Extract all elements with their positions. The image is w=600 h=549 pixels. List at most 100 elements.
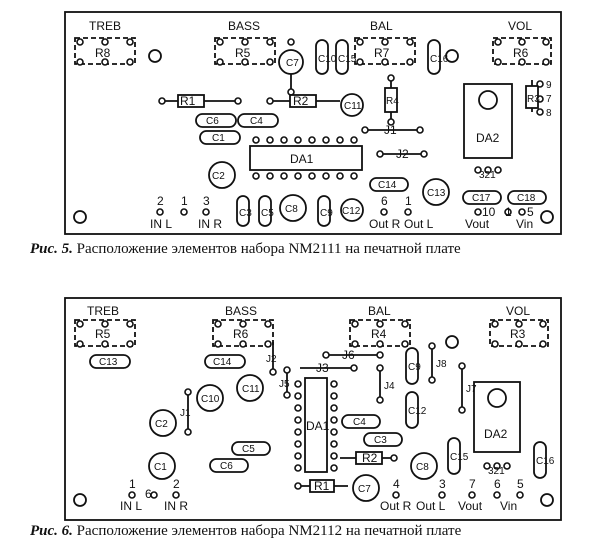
capacitor-c11-body [340, 93, 364, 117]
label-treb: TREB [89, 19, 121, 33]
figure-caption-number: Рис. 6. [30, 523, 73, 539]
board-nm2111-labels: TREB R8 BASS R5 BAL R7 VOL R6 C7 C10 C15… [89, 19, 552, 231]
label-c3: C3 [374, 435, 387, 446]
capacitor-c9-body [405, 347, 419, 385]
label-pin-4: 4 [393, 477, 400, 491]
label-out-l: Out L [404, 217, 434, 231]
capacitor-c8-body [410, 452, 438, 480]
label-treb: TREB [87, 304, 119, 318]
capacitor-c15-body [447, 437, 461, 475]
label-pin-6: 6 [145, 487, 152, 501]
potentiometer-r4 [349, 319, 411, 348]
capacitor-c5-body [231, 441, 271, 456]
label-in-r: IN R [198, 217, 222, 231]
label-pin-7: 7 [469, 477, 476, 491]
potentiometer-r5 [74, 319, 136, 348]
capacitor-c12-body [340, 198, 364, 222]
label-r6: R6 [513, 46, 529, 60]
label-c13: C13 [99, 357, 118, 368]
label-c4: C4 [353, 417, 366, 428]
mounting-hole [445, 335, 459, 349]
label-j1: J1 [384, 123, 397, 137]
label-bass: BASS [225, 304, 257, 318]
figure-caption-number: Рис. 5. [30, 241, 73, 257]
label-pin-9: 9 [546, 80, 552, 91]
label-r5: R5 [235, 46, 251, 60]
capacitor-c16-body [533, 441, 547, 479]
label-c6: C6 [220, 461, 233, 472]
potentiometer-r6 [492, 37, 552, 66]
capacitor-c6-body [209, 458, 249, 473]
capacitor-c9-body [317, 195, 331, 227]
label-c2: C2 [212, 171, 225, 182]
mounting-hole [148, 49, 162, 63]
label-c4: C4 [250, 116, 263, 127]
label-pin-1c: 1 [505, 205, 512, 219]
label-r7: R7 [374, 46, 390, 60]
label-pin-2: 2 [157, 194, 164, 208]
label-j4: J4 [384, 381, 395, 392]
capacitor-c7-body [352, 474, 380, 502]
figure-caption-text: Расположение элементов набора NM2112 на … [72, 523, 462, 539]
label-c17: C17 [472, 193, 491, 204]
label-c8: C8 [285, 204, 298, 215]
label-j2: J2 [266, 354, 277, 365]
board-nm2112-labels: TREB R5 BASS R6 BAL R4 VOL R3 C13 C14 J2… [87, 304, 555, 513]
label-c16: C16 [536, 456, 555, 467]
label-da1: DA1 [290, 152, 314, 166]
label-j1: J1 [180, 408, 191, 419]
capacitor-c15-body [335, 39, 349, 75]
board-outline [64, 297, 562, 521]
label-c14: C14 [213, 357, 232, 368]
capacitor-c1-body [148, 452, 176, 480]
label-pin-10: 10 [482, 205, 496, 219]
label-r6: R6 [233, 327, 249, 341]
ic-da1-body [304, 377, 328, 473]
label-c15: C15 [338, 54, 357, 65]
label-bal: BAL [368, 304, 391, 318]
potentiometer-r5 [214, 37, 276, 66]
capacitor-c18-body [507, 190, 547, 205]
label-pin-1b: 1 [405, 194, 412, 208]
label-j7: J7 [466, 384, 477, 395]
label-r4: R4 [386, 96, 399, 107]
capacitor-c4-body [237, 113, 279, 128]
capacitor-c16-body [427, 39, 441, 75]
label-c6: C6 [206, 116, 219, 127]
label-pin-3: 3 [439, 477, 446, 491]
board-nm2111 [64, 11, 562, 235]
label-vout: Vout [465, 217, 490, 231]
figure-caption-6: Рис. 6. Расположение элементов набора NM… [30, 523, 461, 540]
label-c12: C12 [408, 406, 427, 417]
label-c9: C9 [408, 362, 421, 373]
capacitor-c3-body [236, 195, 250, 227]
label-c3: C3 [239, 208, 252, 219]
capacitor-c6-body [195, 113, 237, 128]
label-c5: C5 [261, 208, 274, 219]
label-c7: C7 [358, 484, 371, 495]
label-in-l: IN L [150, 217, 172, 231]
label-c15: C15 [450, 452, 469, 463]
label-c1: C1 [212, 133, 225, 144]
label-vin: Vin [516, 217, 533, 231]
label-r8: R8 [95, 46, 111, 60]
potentiometer-r8 [74, 37, 136, 66]
label-vin: Vin [500, 499, 517, 513]
label-pin-8: 8 [546, 108, 552, 119]
mounting-hole [73, 493, 87, 507]
label-da2: DA2 [476, 131, 500, 145]
label-c9: C9 [320, 208, 333, 219]
label-c10: C10 [201, 394, 220, 405]
capacitor-c1-body [199, 130, 241, 145]
label-r3: R3 [527, 94, 540, 105]
ic-da1-body [249, 145, 363, 171]
label-bass: BASS [228, 19, 260, 33]
label-r2: R2 [362, 451, 378, 465]
label-pin-6b: 6 [494, 477, 501, 491]
label-c12: C12 [342, 206, 361, 217]
label-pin-5: 5 [517, 477, 524, 491]
label-r5: R5 [95, 327, 111, 341]
label-vout: Vout [458, 499, 483, 513]
label-j5: J5 [279, 379, 290, 390]
label-c14: C14 [378, 180, 397, 191]
